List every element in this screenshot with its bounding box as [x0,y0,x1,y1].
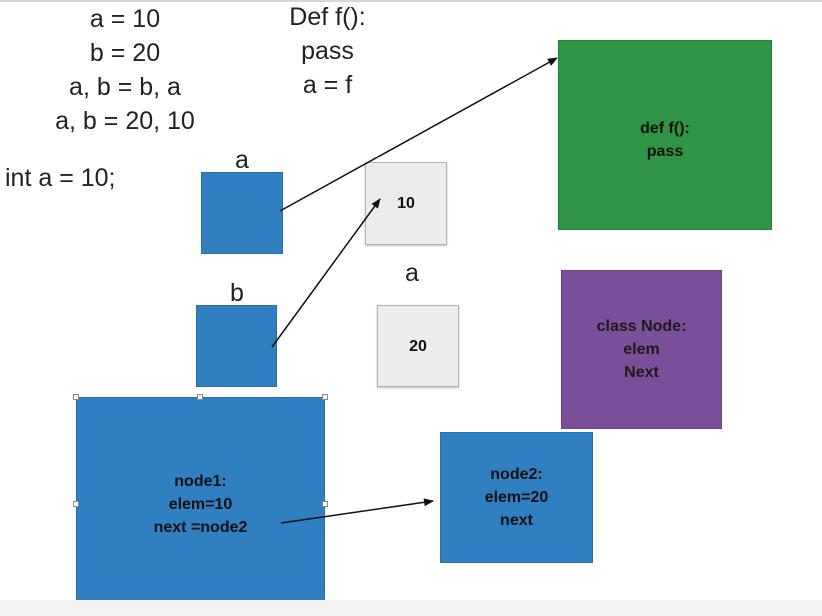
assignment-code-block: a = 10 b = 20 a, b = b, a a, b = 20, 10 [20,2,230,138]
resize-handle[interactable] [197,394,203,400]
node1-line: next =node2 [153,518,248,536]
class-box-line: elem [623,341,660,358]
function-code-block: Def f(): pass a = f [255,0,400,102]
code-line: a = 10 [89,5,161,33]
code-line: Def f(): [289,3,366,31]
node2-line: node2: [490,466,543,483]
function-object-box: def f(): pass [558,40,772,230]
value-box-20: 20 [377,305,459,387]
arrow-b-to-10 [271,198,381,348]
node1-line: elem=10 [168,495,233,513]
variable-label-b: b [230,279,244,307]
variable-box-b [196,305,277,387]
node2-box: node2: elem=20 next [440,432,593,563]
arrow-a-to-function [279,57,558,212]
class-box-line: Next [624,364,659,381]
resize-handle[interactable] [322,394,328,400]
node1-line: node1: [174,472,227,490]
slide-bottom-strip [0,600,822,616]
variable-label-a-right: a [405,259,419,287]
slide-top-border [0,0,822,2]
function-box-line: def f(): [640,120,690,137]
resize-handle[interactable] [73,501,79,507]
value-text: 20 [409,337,427,355]
c-declaration-text: int a = 10; [5,164,116,192]
value-text: 10 [397,195,415,212]
node2-line: elem=20 [484,489,549,506]
arrow-node1-to-node2 [280,498,434,524]
class-box-line: class Node: [596,318,687,335]
node2-line: next [500,512,533,529]
function-box-line: pass [646,143,684,160]
class-node-box: class Node: elem Next [561,270,722,429]
resize-handle[interactable] [322,501,328,507]
code-line: pass [301,37,354,65]
code-line: a, b = b, a [69,73,181,101]
variable-box-a [201,172,283,254]
code-line: a = f [302,71,353,99]
code-line: a, b = 20, 10 [55,107,195,135]
variable-label-a: a [235,146,249,174]
resize-handle[interactable] [73,394,79,400]
code-line: b = 20 [89,39,161,67]
